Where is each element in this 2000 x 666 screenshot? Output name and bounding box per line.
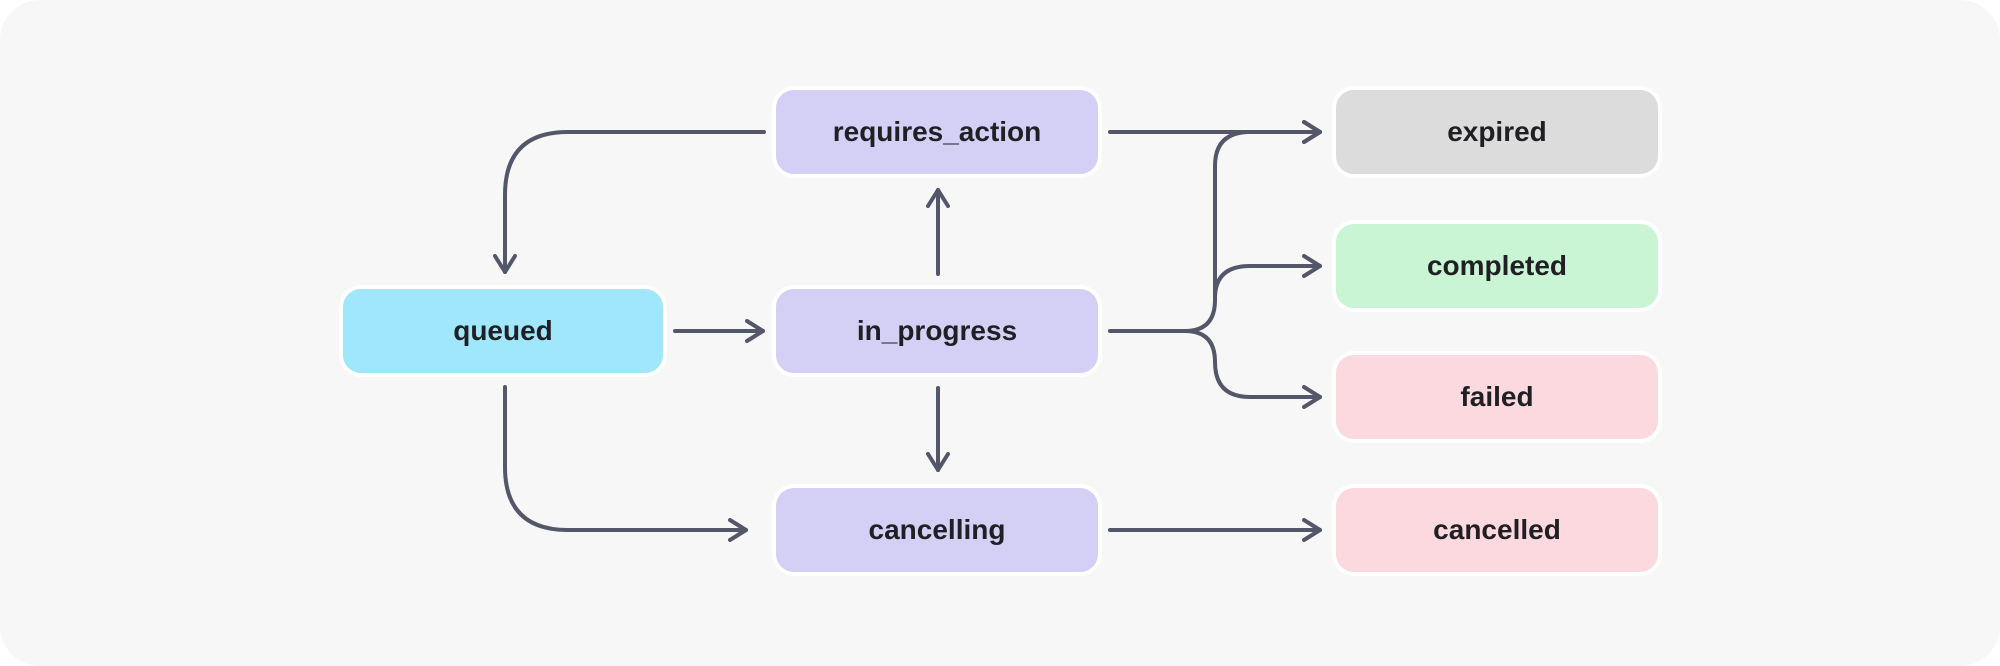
state-cancelling: cancelling (772, 484, 1102, 576)
edge-requires-action-to-queued (493, 130, 766, 274)
state-failed: failed (1332, 351, 1662, 443)
state-label: in_progress (856, 315, 1018, 346)
edge-in-progress-to-failed (1183, 329, 1322, 409)
state-requires-action: requires_action (772, 86, 1102, 178)
state-in-progress: in_progress (772, 285, 1102, 377)
edge-in-progress-to-completed (1213, 254, 1322, 302)
state-label: requires_action (832, 116, 1042, 147)
state-expired: expired (1332, 86, 1662, 178)
state-label: cancelling (868, 514, 1006, 545)
state-label: cancelled (1433, 514, 1561, 545)
state-label: queued (453, 315, 553, 346)
state-label: failed (1460, 381, 1534, 412)
state-completed: completed (1332, 220, 1662, 312)
state-queued: queued (339, 285, 667, 377)
state-label: expired (1447, 116, 1547, 147)
edge-in-progress-to-expired (1108, 120, 1322, 333)
state-label: completed (1426, 250, 1568, 281)
state-cancelled: cancelled (1332, 484, 1662, 576)
edge-queued-to-cancelling (503, 385, 748, 542)
